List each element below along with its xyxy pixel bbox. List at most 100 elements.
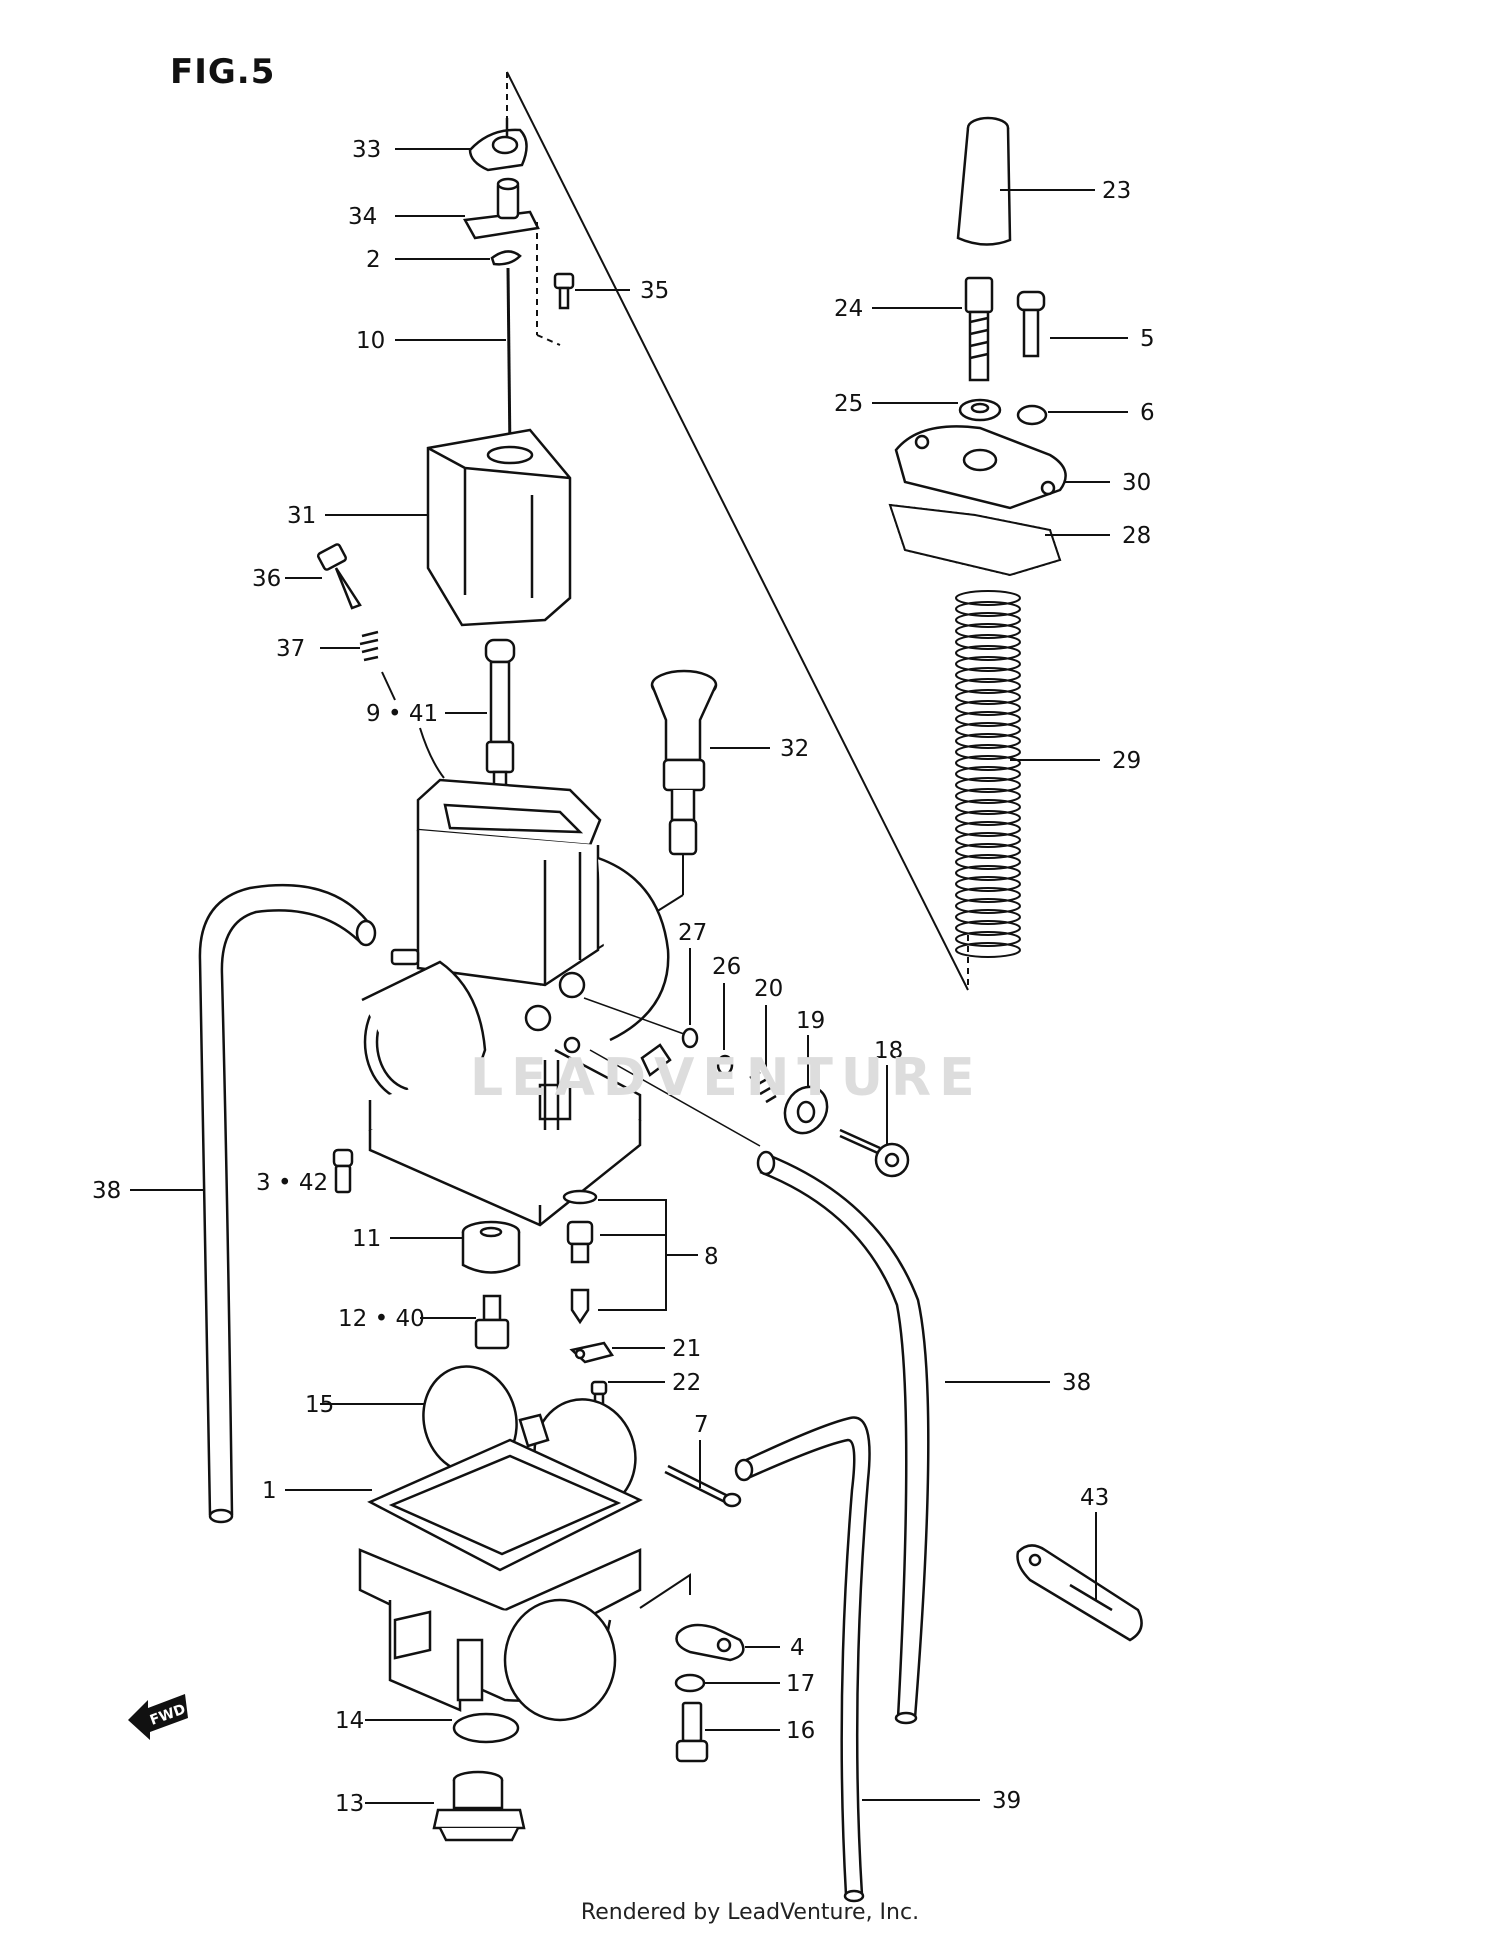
- spring-coil: [955, 810, 1021, 826]
- spring-coil: [955, 931, 1021, 947]
- callout-7: 7: [694, 1412, 709, 1438]
- part-26-washer: [716, 1054, 734, 1076]
- callout-17: 17: [786, 1671, 815, 1697]
- spring-coil: [955, 788, 1021, 804]
- spring-coil: [955, 645, 1021, 661]
- callout-labels: 33 34 2 35 10 31 36 37 9 • 41 32 23 24 5…: [92, 137, 1155, 1817]
- footer-credit: Rendered by LeadVenture, Inc.: [580, 1900, 920, 1925]
- part-43-strap: [1016, 1544, 1143, 1642]
- spring-coil: [955, 612, 1021, 628]
- callout-12-40: 12 • 40: [338, 1306, 425, 1332]
- spring-coil: [955, 887, 1021, 903]
- part-18-idle-screw: [839, 1128, 910, 1178]
- carburetor-body: [361, 778, 672, 1227]
- part-5-screw: [1016, 290, 1046, 358]
- callout-22: 22: [672, 1370, 701, 1396]
- part-23-boot: [956, 116, 1012, 246]
- callout-24: 24: [834, 296, 863, 322]
- callout-27: 27: [678, 920, 707, 946]
- spring-coil: [955, 766, 1021, 782]
- callout-43: 43: [1080, 1485, 1109, 1511]
- spring-coil: [955, 799, 1021, 815]
- part-38-left-hose: [198, 884, 377, 1524]
- part-21-float-arm: [569, 1341, 615, 1364]
- callout-18: 18: [874, 1038, 903, 1064]
- part-24-adjuster: [964, 276, 994, 382]
- part-3-42-screw: [332, 1148, 354, 1194]
- callout-19: 19: [796, 1008, 825, 1034]
- callout-2: 2: [366, 247, 381, 273]
- group-outline: [506, 71, 969, 991]
- spring-coil: [955, 744, 1021, 760]
- part-12-40-main-jet: [474, 1294, 510, 1350]
- callout-5: 5: [1140, 326, 1155, 352]
- spring-coil: [955, 821, 1021, 837]
- callout-4: 4: [790, 1635, 805, 1661]
- spring-coil: [955, 755, 1021, 771]
- callout-35: 35: [640, 278, 669, 304]
- callout-8: 8: [704, 1244, 719, 1270]
- callout-23: 23: [1102, 178, 1131, 204]
- part-2-clip: [490, 250, 522, 266]
- callout-31: 31: [287, 503, 316, 529]
- callout-26: 26: [712, 954, 741, 980]
- part-37-spring: [359, 630, 379, 662]
- part-9-41-jet: [484, 638, 516, 790]
- part-30-cover: [894, 425, 1067, 510]
- spring-coil: [955, 678, 1021, 694]
- callout-33: 33: [352, 137, 381, 163]
- spring-coil: [955, 832, 1021, 848]
- spring-coil: [955, 777, 1021, 793]
- part-7-pin: [664, 1464, 742, 1508]
- callout-6: 6: [1140, 400, 1155, 426]
- part-4-plate: [675, 1623, 745, 1662]
- callout-32: 32: [780, 736, 809, 762]
- part-22-screw: [590, 1380, 608, 1406]
- part-38-right-hose: [756, 1150, 930, 1725]
- spring-coil: [955, 942, 1021, 958]
- part-14-o-ring: [452, 1712, 520, 1744]
- spring-coil: [955, 667, 1021, 683]
- part-13-plug: [432, 1770, 526, 1842]
- spring-coil: [955, 656, 1021, 672]
- callout-38-right: 38: [1062, 1370, 1091, 1396]
- callout-10: 10: [356, 328, 385, 354]
- figure-title: FIG.5: [170, 52, 276, 92]
- callout-21: 21: [672, 1336, 701, 1362]
- part-39-hose: [734, 1416, 871, 1903]
- spring-coil: [955, 711, 1021, 727]
- part-8-needle-valve: [562, 1189, 598, 1325]
- part-34-plate: [463, 177, 540, 240]
- spring-coil: [955, 854, 1021, 870]
- callout-1: 1: [262, 1478, 277, 1504]
- watermark: LEADVENTURE: [470, 1048, 983, 1108]
- callout-11: 11: [352, 1226, 381, 1252]
- part-25-washer: [958, 398, 1002, 422]
- part-6-washer: [1016, 404, 1048, 426]
- callout-14: 14: [335, 1708, 364, 1734]
- part-31-throttle-slide: [426, 428, 572, 627]
- part-1-float-bowl: [358, 1438, 643, 1722]
- callout-36: 36: [252, 566, 281, 592]
- part-36-air-screw: [316, 543, 362, 610]
- callout-38-left: 38: [92, 1178, 121, 1204]
- spring-coil: [955, 843, 1021, 859]
- callout-30: 30: [1122, 470, 1151, 496]
- spring-coil: [955, 865, 1021, 881]
- leader-lines: [130, 148, 1128, 1804]
- spring-coil: [955, 689, 1021, 705]
- part-19-nut: [783, 1085, 829, 1135]
- callout-25: 25: [834, 391, 863, 417]
- callout-37: 37: [276, 636, 305, 662]
- spring-coil: [955, 700, 1021, 716]
- spring-coil: [955, 876, 1021, 892]
- spring-coil: [955, 601, 1021, 617]
- part-28-gasket: [888, 503, 1062, 577]
- spring-coil: [955, 898, 1021, 914]
- callout-3-42: 3 • 42: [256, 1170, 328, 1196]
- spring-coil: [955, 623, 1021, 639]
- spring-coil: [955, 920, 1021, 936]
- part-33-cap: [468, 118, 528, 172]
- callout-34: 34: [348, 204, 377, 230]
- callout-9-41: 9 • 41: [366, 701, 438, 727]
